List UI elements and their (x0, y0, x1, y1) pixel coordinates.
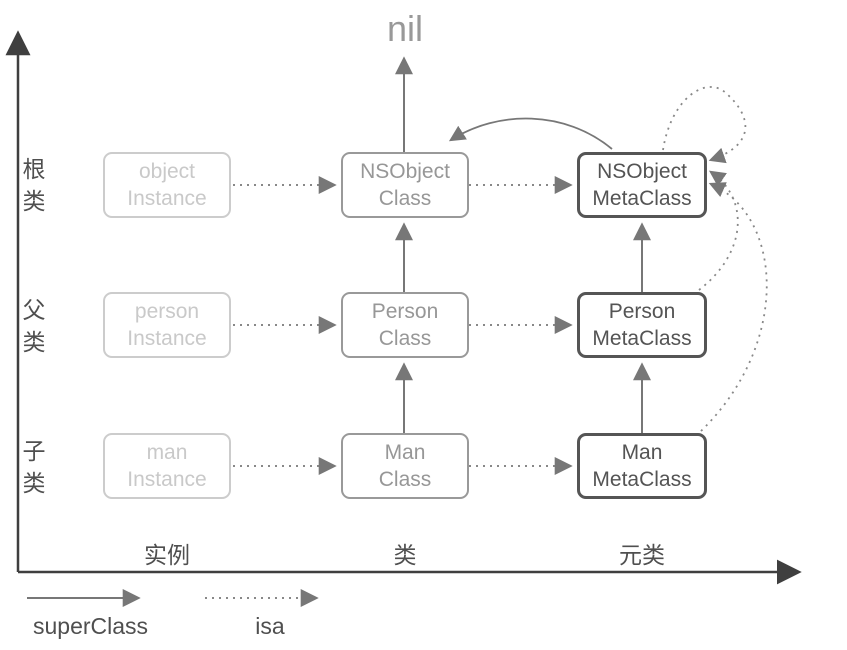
x-axis-label-metaclass: 元类 (619, 542, 665, 568)
nil-label: nil (386, 8, 424, 49)
node-label-line2: MetaClass (592, 187, 692, 210)
node-label-line1: NSObject (360, 160, 450, 183)
node-nsobject-metaclass: NSObject MetaClass (577, 152, 707, 218)
isa-curve-manmeta-to-nsobjectmeta (700, 182, 768, 432)
node-person-metaclass: Person MetaClass (577, 292, 707, 358)
node-label-line1: Person (371, 300, 439, 323)
node-person-instance: person Instance (103, 292, 231, 358)
node-label-line2: Instance (127, 468, 207, 491)
node-label-line2: Class (378, 468, 432, 491)
legend-isa-label: isa (255, 613, 285, 639)
node-man-metaclass: Man MetaClass (577, 433, 707, 499)
node-man-instance: man Instance (103, 433, 231, 499)
node-label-line1: NSObject (597, 160, 687, 183)
node-label-line1: object (138, 160, 196, 183)
legend-superclass-label: superClass (33, 613, 149, 639)
node-label-line1: Person (608, 300, 676, 323)
isa-selfloop-nsobjectmeta (662, 86, 747, 164)
node-person-class: Person Class (341, 292, 469, 358)
node-man-class: Man Class (341, 433, 469, 499)
node-label-line1: man (146, 441, 188, 464)
node-label-line1: Man (384, 441, 426, 464)
node-label-line2: Class (378, 327, 432, 350)
y-axis-label-child-class: 子 类 (22, 438, 46, 496)
node-nsobject-class: NSObject Class (341, 152, 469, 218)
superclass-arrow-nsobjectmeta-to-nsobjectclass (448, 117, 613, 150)
node-label-line2: Instance (127, 327, 207, 350)
node-label-line2: Instance (127, 187, 207, 210)
node-label-line2: MetaClass (592, 327, 692, 350)
node-label-line1: Man (621, 441, 663, 464)
y-axis-label-root-class: 根 类 (22, 156, 46, 214)
y-axis-label-parent-class: 父 类 (22, 297, 46, 355)
x-axis-label-instance: 实例 (144, 542, 190, 568)
x-axis-label-class: 类 (393, 542, 417, 568)
node-label-line2: Class (378, 187, 432, 210)
node-object-instance: object Instance (103, 152, 231, 218)
node-label-line1: person (134, 300, 200, 323)
node-label-line2: MetaClass (592, 468, 692, 491)
